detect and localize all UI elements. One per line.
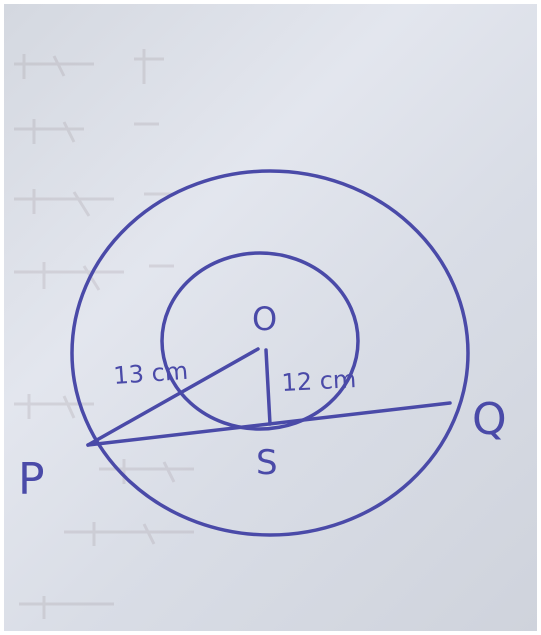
concentric-circles-diagram: O P Q S 13 cm 12 cm	[14, 49, 507, 619]
label-point-p: P	[18, 454, 45, 505]
inner-circle	[160, 251, 360, 431]
segment-os	[264, 348, 272, 426]
outer-circle	[70, 169, 470, 537]
label-length-op: 13 cm	[112, 357, 189, 390]
label-point-s: S	[256, 443, 278, 483]
label-center-o: O	[252, 300, 277, 338]
segment-op	[86, 347, 260, 447]
label-point-q: Q	[472, 394, 507, 445]
label-length-os: 12 cm	[281, 365, 357, 397]
bleed-through-marks	[14, 49, 194, 619]
notebook-photo: O P Q S 13 cm 12 cm	[4, 4, 537, 631]
